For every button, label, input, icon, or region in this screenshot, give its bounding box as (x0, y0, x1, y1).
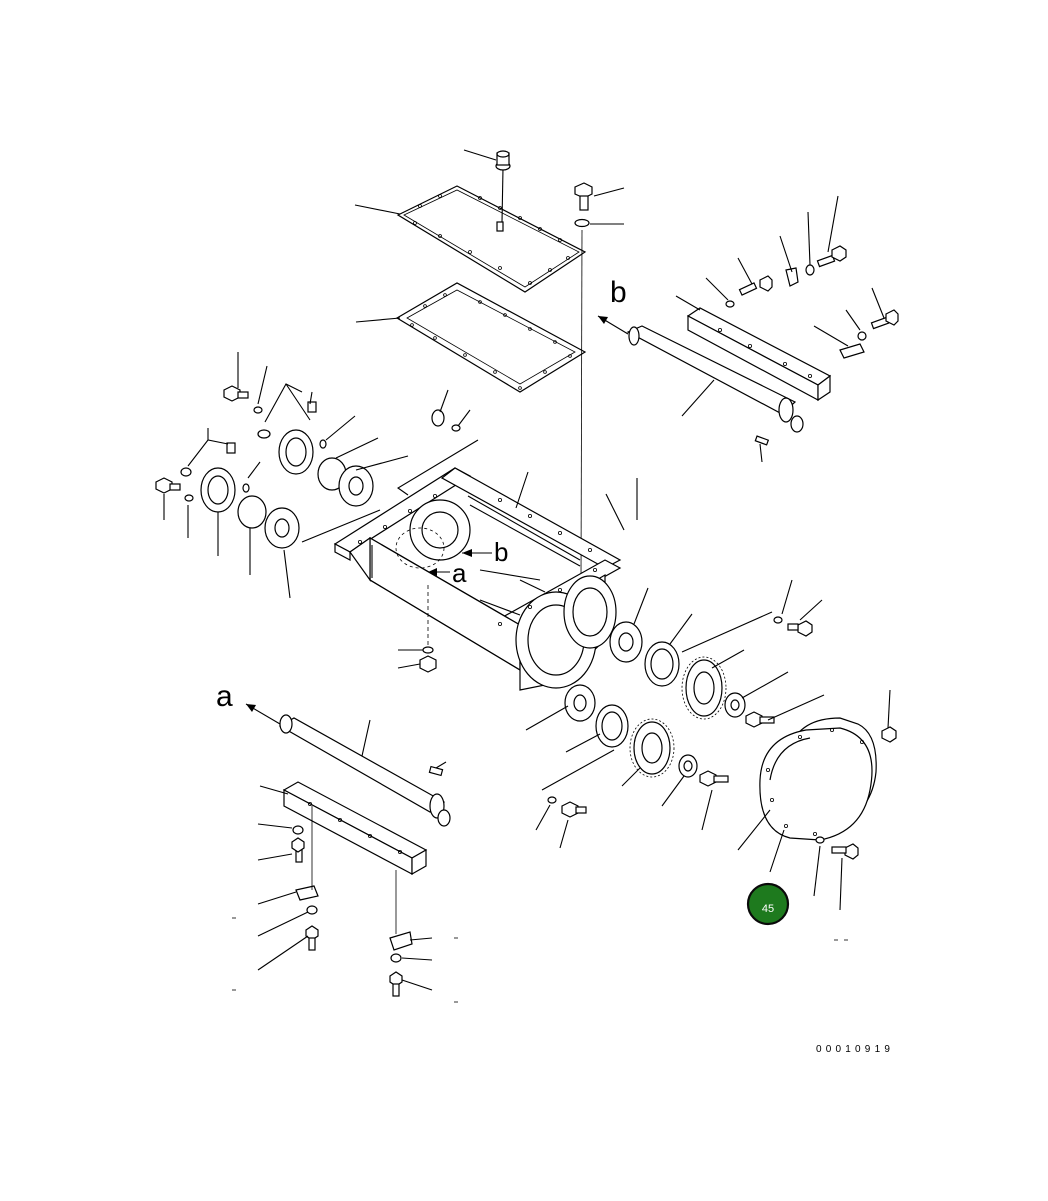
shaft-b-leader-lines (675, 195, 885, 463)
shaft-b[interactable] (597, 315, 804, 433)
view-label-b-center: b (494, 537, 508, 567)
drawing-number: 00010919 (816, 1044, 894, 1055)
bracket-b[interactable] (686, 307, 832, 402)
left-bearing-cover-lower[interactable] (180, 442, 250, 513)
right-bolts[interactable] (547, 616, 813, 818)
right-leader-lines (525, 478, 825, 849)
lower-seal-ring[interactable] (595, 704, 629, 748)
right-bearing-1[interactable] (609, 621, 643, 663)
end-cover-bolts[interactable] (815, 726, 897, 860)
view-label-b: b (610, 276, 627, 309)
bracket-a-hardware[interactable] (291, 765, 444, 997)
right-spacer[interactable] (724, 692, 746, 718)
left-bearing-cover-upper[interactable] (257, 401, 327, 475)
cover-bolt[interactable] (574, 182, 593, 581)
left-bolts[interactable] (155, 385, 263, 502)
end-cover[interactable] (759, 717, 877, 841)
shaft-a[interactable] (245, 703, 451, 827)
shaft-a-leader-lines (257, 719, 447, 991)
top-cover-plate[interactable] (396, 185, 587, 293)
drain-plug[interactable] (397, 585, 437, 673)
level-plug[interactable] (396, 389, 479, 496)
hotspot-45[interactable]: 45 (746, 882, 790, 926)
left-leader-lines (163, 352, 409, 599)
hotspot-number: 45 (762, 903, 774, 915)
lower-gear[interactable] (629, 718, 675, 778)
end-cover-leader-lines (737, 689, 891, 911)
main-housing[interactable] (333, 467, 622, 691)
right-gear[interactable] (681, 656, 727, 720)
view-label-a-center: a (452, 558, 467, 588)
breather-plug[interactable] (495, 150, 511, 223)
cover-gasket[interactable] (395, 282, 587, 393)
left-oring-lower[interactable] (237, 495, 267, 529)
left-bearing-upper[interactable] (338, 465, 374, 507)
view-label-a: a (216, 680, 233, 713)
bracket-b-hardware[interactable] (725, 245, 899, 446)
leader-tick-marks (232, 917, 848, 1003)
left-bearing-lower[interactable] (264, 507, 300, 549)
right-seal-ring[interactable] (644, 641, 680, 687)
lower-bearing[interactable] (564, 684, 596, 722)
top-leader-lines (354, 149, 625, 509)
bracket-a[interactable] (282, 781, 428, 876)
lower-spacer[interactable] (678, 754, 698, 778)
